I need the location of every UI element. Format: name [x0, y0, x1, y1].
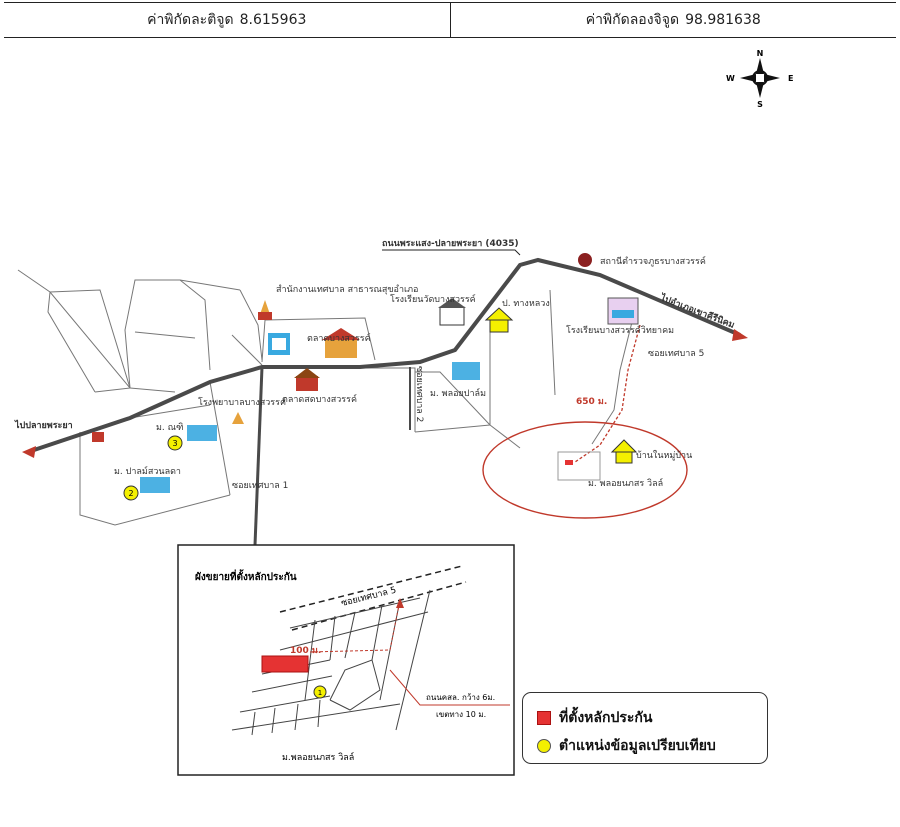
inset-road-width: เขตทาง 10 ม.: [436, 710, 486, 719]
soi-5-route: [574, 324, 641, 463]
main-road-label: ถนนพระแสง-ปลายพระยา (4035): [382, 238, 519, 249]
hospital-icon: [268, 333, 290, 355]
to-plai-phraya-label: ไปปลายพระยา: [14, 419, 73, 431]
compass-icon: N S E W: [726, 49, 793, 109]
main-road: [27, 257, 741, 454]
street-network: [17, 269, 556, 526]
soi-1-road: [253, 366, 264, 546]
subject-village-icon: [557, 451, 601, 481]
soi-2-label: ซอยเทศบาล 2: [414, 366, 424, 422]
soi-5-label: ซอยเทศบาล 5: [648, 349, 704, 359]
old-market-icon: [294, 368, 320, 391]
village-palm-icon: [452, 362, 480, 380]
longitude-value: 98.981638: [685, 12, 761, 28]
post-office-label: ป. ทางหลวง: [502, 299, 550, 309]
road-arrow-west: [22, 446, 36, 458]
village-b-label: ม. ปาลม์สวนลดา: [114, 465, 181, 477]
map-legend: ที่ตั้งหลักประกัน ตำแหน่งข้อมูลเปรียบเที…: [522, 692, 768, 764]
small-temple-icon: [232, 412, 244, 424]
market-icon: [322, 328, 360, 358]
compass-n: N: [757, 49, 764, 58]
collateral-swatch-icon: [537, 711, 551, 725]
inset-comparable-marker: [313, 685, 327, 699]
compass-e: E: [788, 74, 793, 83]
village-palm-villa-label: ม. พลอยนภสร วิลล์: [588, 477, 663, 489]
inset-title: ผังขยายที่ตั้งหลักประกัน: [195, 569, 297, 583]
police-label: สถานีตำรวจภูธรบางสวรรค์: [600, 255, 706, 267]
hospital-label: โรงพยาบาลบางสวรรค์: [198, 396, 286, 408]
village-palm-label: ม. พลอยปาล์ม: [430, 387, 486, 399]
road-arrow-east: [732, 329, 748, 341]
compass-s: S: [757, 100, 763, 109]
legend-collateral-label: ที่ตั้งหลักประกัน: [559, 710, 653, 726]
shrine-icon: [92, 432, 104, 442]
school-label: โรงเรียนวัดบางสวรรค์: [390, 293, 476, 305]
soi-1-label: ซอยเทศบาล 1: [232, 481, 288, 491]
subject-house-icon: [610, 439, 638, 464]
old-market-label: ตลาดสดบางสวรรค์: [282, 393, 357, 405]
high-school-icon: [607, 297, 639, 325]
latitude-cell: ค่าพิกัดละติจูด 8.615963: [4, 3, 450, 37]
village-a-icon: [187, 425, 217, 441]
post-house-icon: [484, 307, 514, 333]
police-icon: [578, 253, 592, 267]
village-b-icon: [140, 477, 170, 493]
compass-w: W: [726, 74, 735, 83]
inset-village-label: ม.พลอยนภสร วิลล์: [282, 751, 354, 763]
subject-area-circle: [482, 421, 688, 519]
to-khiri-label: ไปอำเภอเขาคีรีนิคม: [658, 291, 736, 331]
subject-house-label: บ้านในหมู่บ้าน: [636, 450, 692, 461]
legend-comparable-label: ตำแหน่งข้อมูลเปรียบเทียบ: [559, 738, 716, 754]
svg-text:3: 3: [172, 439, 177, 448]
coordinate-header: ค่าพิกัดละติจูด 8.615963 ค่าพิกัดลองจิจู…: [4, 2, 896, 38]
latitude-label: ค่าพิกัดละติจูด: [147, 12, 234, 28]
latitude-value: 8.615963: [239, 12, 307, 28]
longitude-label: ค่าพิกัดลองจิจูด: [585, 12, 680, 28]
legend-comparable: ตำแหน่งข้อมูลเปรียบเทียบ: [537, 735, 716, 757]
longitude-cell: ค่าพิกัดลองจิจูด 98.981638: [449, 3, 897, 37]
market-label: ตลาดบางสวรรค์: [307, 332, 371, 344]
svg-text:2: 2: [128, 489, 133, 498]
high-school-label: โรงเรียนบางสวรรค์วิทยาคม: [566, 324, 674, 336]
inset-road-info: ถนนคสล. กว้าง 6ม.: [426, 693, 495, 702]
school-icon: [438, 298, 466, 326]
temple-icon: [258, 300, 272, 320]
distance-label: 650 ม.: [576, 397, 607, 407]
inset-collateral-plot: [261, 655, 309, 673]
inset-distance-label: 100 ม.: [290, 646, 321, 656]
temple-label: สำนักงานเทศบาล สาธารณสุขอำเภอ: [276, 284, 418, 295]
legend-collateral: ที่ตั้งหลักประกัน: [537, 707, 652, 729]
village-a-label: ม. ณฑิ: [156, 422, 183, 433]
comparable-marker-3: 3: [167, 435, 183, 451]
inset-map: ผังขยายที่ตั้งหลักประกัน ซอยเทศบาล 5: [177, 544, 515, 776]
svg-text:1: 1: [318, 689, 322, 697]
comparable-dot-icon: [537, 739, 551, 753]
comparable-marker-2: 2: [123, 485, 139, 501]
